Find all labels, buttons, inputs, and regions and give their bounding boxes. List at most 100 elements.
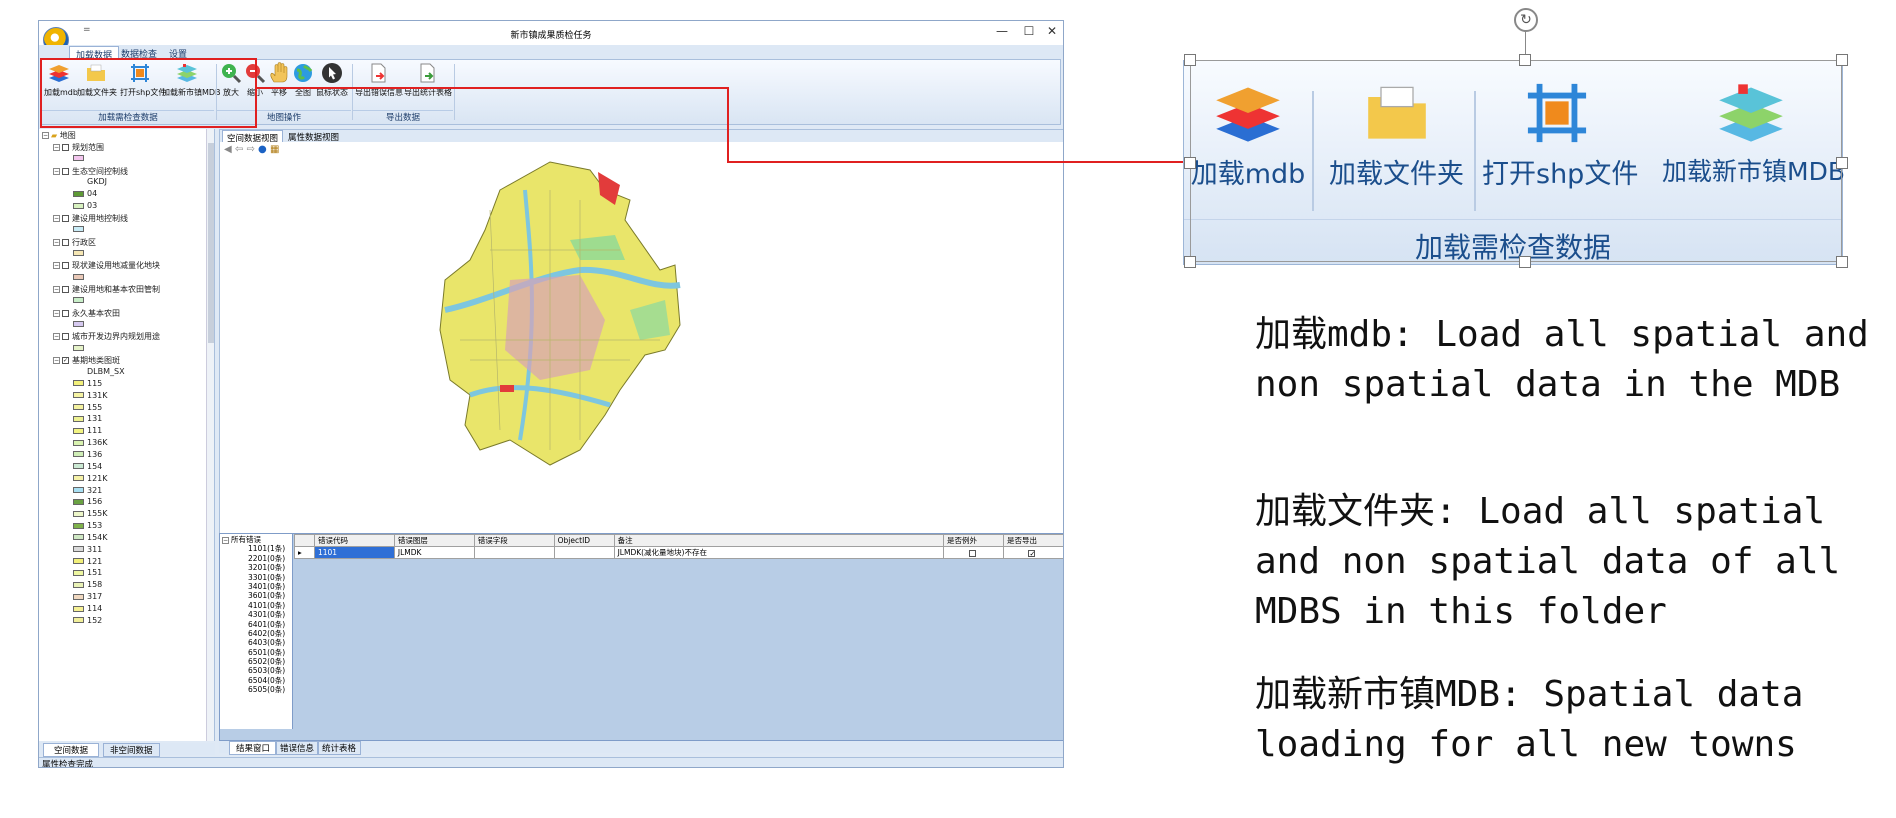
tree-layer[interactable]: −建设用地控制线 — [53, 213, 128, 223]
tab-non-spatial-data[interactable]: 非空间数据 — [103, 743, 160, 757]
legend-item[interactable]: 121K — [73, 474, 108, 485]
resize-handle[interactable] — [1519, 256, 1531, 268]
row-checkbox[interactable] — [968, 549, 976, 557]
load-newtown-mdb-button[interactable]: 加载新市镇MDB — [162, 62, 221, 102]
resize-handle[interactable] — [1519, 54, 1531, 66]
error-tree-item[interactable]: 6505(0条) — [248, 685, 286, 695]
column-header[interactable]: 错误图层 — [393, 534, 475, 547]
tree-layer[interactable]: −建设用地和基本农田管制 — [53, 285, 160, 295]
layer-checkbox[interactable] — [62, 309, 69, 317]
full-extent-button[interactable]: 全图 — [292, 62, 314, 102]
legend-item[interactable]: 158 — [73, 580, 102, 591]
table-cell[interactable]: 1101 — [313, 546, 395, 559]
minimize-button[interactable]: — — [996, 24, 1008, 38]
legend-item[interactable]: 151 — [73, 568, 102, 579]
info-icon[interactable]: ● — [258, 144, 267, 155]
legend-item[interactable]: 115 — [73, 379, 102, 390]
legend-item[interactable]: 155 — [73, 403, 102, 414]
resize-handle[interactable] — [1184, 157, 1196, 169]
legend-item[interactable] — [73, 154, 87, 165]
error-tree-item[interactable]: 6401(0条) — [248, 619, 286, 629]
tab-settings[interactable]: 设置 — [169, 50, 188, 60]
error-tree-item[interactable]: 6504(0条) — [248, 675, 286, 685]
error-tree-item[interactable]: 2201(0条) — [248, 553, 286, 563]
table-cell[interactable] — [943, 546, 1004, 559]
column-header[interactable]: 错误字段 — [473, 534, 555, 547]
column-header[interactable]: 备注 — [613, 534, 945, 547]
table-cell[interactable]: JLMDK(减化量地块)不存在 — [613, 546, 945, 559]
error-tree-item[interactable]: 4101(0条) — [248, 600, 286, 610]
layer-tree-scrollbar[interactable] — [206, 129, 214, 741]
collapse-icon[interactable]: − — [53, 143, 60, 151]
resize-handle[interactable] — [1184, 54, 1196, 66]
legend-item[interactable]: 04 — [73, 189, 97, 200]
load-mdb-button[interactable]: 加载mdb — [44, 62, 78, 102]
legend-item[interactable]: 321 — [73, 486, 102, 497]
collapse-icon[interactable]: − — [53, 214, 60, 222]
map-canvas[interactable] — [430, 150, 730, 480]
legend-item[interactable] — [73, 296, 87, 307]
layer-checkbox[interactable] — [62, 167, 69, 175]
close-button[interactable]: ✕ — [1046, 24, 1058, 38]
maximize-button[interactable]: ☐ — [1023, 24, 1035, 38]
error-tree-item[interactable]: 6503(0条) — [248, 666, 286, 676]
layer-checkbox[interactable] — [62, 214, 69, 222]
error-tree-item[interactable]: 1101(1条) — [248, 544, 286, 554]
resize-handle[interactable] — [1184, 256, 1196, 268]
error-tree-item[interactable]: 3301(0条) — [248, 572, 286, 582]
legend-item[interactable]: 03 — [73, 201, 97, 212]
row-checkbox[interactable]: ✓ — [1028, 549, 1036, 558]
layer-checkbox[interactable] — [62, 286, 69, 294]
error-tree-item[interactable]: 6402(0条) — [248, 628, 286, 638]
tree-field[interactable]: GKDJ — [87, 177, 107, 187]
zoom-in-button[interactable]: 放大 — [220, 62, 242, 102]
tree-layer[interactable]: −✓基期地类图斑 — [53, 356, 120, 366]
layer-checkbox[interactable] — [62, 333, 69, 341]
error-tree-item[interactable]: 6403(0条) — [248, 638, 286, 648]
tree-layer[interactable]: −城市开发边界内规划用途 — [53, 332, 160, 342]
pan-button[interactable]: 平移 — [268, 62, 290, 102]
legend-item[interactable]: 136 — [73, 450, 102, 461]
layer-checkbox[interactable]: ✓ — [62, 357, 69, 365]
error-tree-item[interactable]: 3201(0条) — [248, 563, 286, 573]
collapse-icon[interactable]: − — [53, 357, 60, 365]
legend-item[interactable]: 111 — [73, 426, 102, 437]
error-tree-root[interactable]: −所有错误 — [222, 535, 261, 544]
table-cell[interactable]: ✓ — [1002, 546, 1063, 559]
legend-item[interactable]: 156 — [73, 497, 102, 508]
error-tree-item[interactable]: 3401(0条) — [248, 581, 286, 591]
measure-icon[interactable]: ▦ — [269, 144, 280, 155]
legend-item[interactable]: 317 — [73, 592, 102, 603]
resize-handle[interactable] — [1836, 256, 1848, 268]
tab-result-window[interactable]: 结果窗口 — [229, 741, 278, 755]
error-tree-item[interactable]: 6501(0条) — [248, 647, 286, 657]
layer-checkbox[interactable] — [62, 238, 69, 246]
collapse-icon[interactable]: − — [53, 333, 60, 341]
legend-item[interactable]: 311 — [73, 545, 102, 556]
export-errors-button[interactable]: 导出错误信息 — [355, 62, 403, 102]
open-shp-button[interactable]: 打开shp文件 — [120, 62, 166, 102]
quick-access-toolbar[interactable]: = — [83, 25, 91, 35]
legend-item[interactable] — [73, 225, 87, 236]
tree-layer[interactable]: −规划范围 — [53, 142, 104, 152]
tab-spatial-data[interactable]: 空间数据 — [43, 743, 100, 757]
error-tree-item[interactable]: 4301(0条) — [248, 610, 286, 620]
legend-item[interactable]: 121 — [73, 557, 102, 568]
legend-item[interactable]: 152 — [73, 616, 102, 627]
tab-spatial-view[interactable]: 空间数据视图 — [222, 130, 284, 144]
error-tree-item[interactable]: 6502(0条) — [248, 657, 286, 667]
tree-layer[interactable]: −生态空间控制线 — [53, 166, 128, 176]
tab-data-check[interactable]: 数据检查 — [121, 50, 158, 60]
scrollbar-thumb[interactable] — [208, 143, 214, 343]
legend-item[interactable]: 153 — [73, 521, 102, 532]
tree-field[interactable]: DLBM_SX — [87, 367, 125, 376]
tree-layer[interactable]: −现状建设用地减量化地块 — [53, 261, 160, 271]
legend-item[interactable] — [73, 249, 87, 260]
legend-item[interactable]: 131K — [73, 391, 108, 402]
collapse-icon[interactable]: − — [53, 286, 60, 294]
tree-root[interactable]: −▰ 地图 — [42, 131, 76, 140]
collapse-icon[interactable]: − — [53, 167, 60, 175]
tab-load-data[interactable]: 加载数据 — [69, 46, 120, 61]
error-tree-item[interactable]: 3601(0条) — [248, 591, 286, 601]
legend-item[interactable]: 154 — [73, 462, 102, 473]
